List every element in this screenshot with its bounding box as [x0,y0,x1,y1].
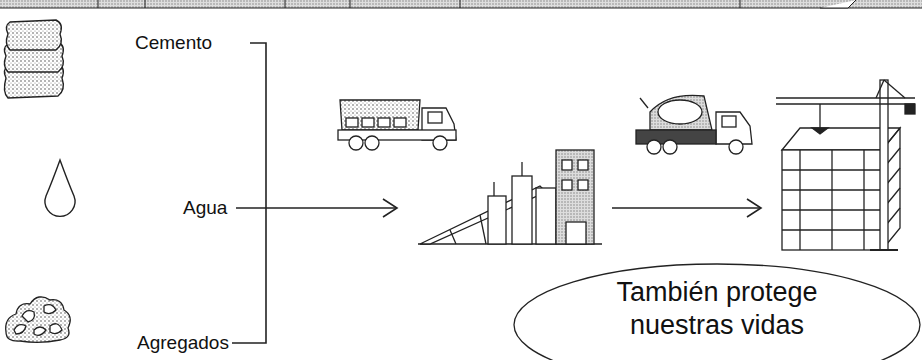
aggregates [6,297,71,342]
dump-truck [338,100,456,150]
material-label: Agregados [137,333,229,354]
speech-bubble: También protege nuestras vidas [512,262,922,360]
material-label: Agua [183,198,227,219]
water-drop [45,160,75,216]
building-crane [776,80,915,250]
top-strip [0,0,922,8]
material-label: Cemento [135,33,212,54]
mixer-truck [636,95,752,154]
bubble-text: También protege nuestras vidas [592,276,842,342]
cement-bags [4,20,63,98]
concrete-plant [418,150,602,244]
